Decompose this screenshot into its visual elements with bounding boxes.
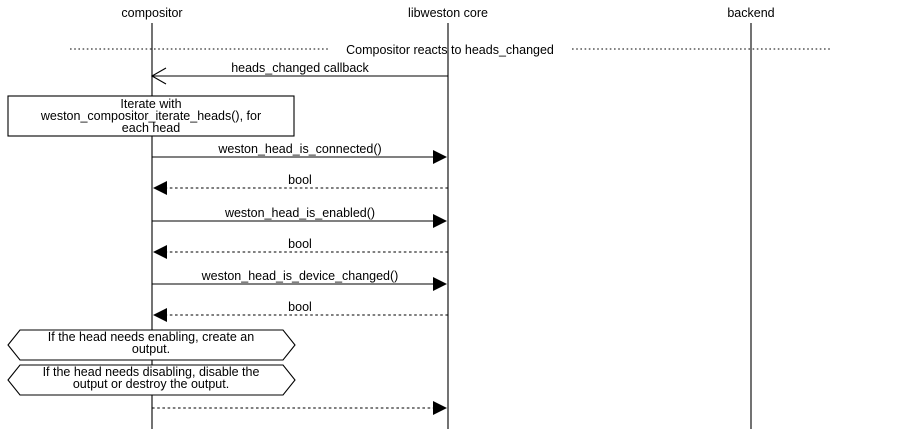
note-disable-head-line-2: output or destroy the output. [73,377,229,391]
message-label-bool-return-1: bool [288,173,312,187]
arrowhead-solid-right [433,277,447,291]
message-label-bool-return-2: bool [288,237,312,251]
message-unlabeled-return [152,401,447,415]
message-weston-head-is-enabled: weston_head_is_enabled() [152,206,447,228]
note-enable-head-hexagon [7,329,296,361]
message-bool-return-3: bool [153,300,448,322]
message-label-weston-head-is-enabled: weston_head_is_enabled() [224,206,375,220]
note-disable-head: If the head needs disabling, disable the… [7,364,296,396]
note-iterate-heads-line-1: Iterate with [120,97,181,111]
arrowhead-open-left [150,67,167,85]
message-label-weston-head-is-connected: weston_head_is_connected() [217,142,381,156]
participant-label-libweston-core: libweston core [408,6,488,20]
note-iterate-heads: Iterate with weston_compositor_iterate_h… [7,95,295,137]
note-enable-head-line-1: If the head needs enabling, create an [48,330,254,344]
message-label-bool-return-3: bool [288,300,312,314]
message-bool-return-2: bool [153,237,448,259]
note-disable-head-hexagon [7,364,296,396]
note-iterate-heads-line-3: each head [122,121,180,135]
note-enable-head-line-2: output. [132,342,170,356]
arrowhead-solid-right [433,150,447,164]
participant-label-backend: backend [727,6,774,20]
note-iterate-heads-line-2: weston_compositor_iterate_heads(), for [40,109,261,123]
divider-label: Compositor reacts to heads_changed [346,43,554,57]
arrowhead-solid-left [153,245,167,259]
participant-headers: compositor libweston core backend [121,6,774,20]
arrowhead-solid-left [153,181,167,195]
participant-label-compositor: compositor [121,6,182,20]
note-disable-head-line-1: If the head needs disabling, disable the [43,365,260,379]
arrowhead-solid-left [153,308,167,322]
arrowhead-solid-right [433,214,447,228]
message-bool-return-1: bool [153,173,448,195]
note-iterate-heads-box [7,95,295,137]
message-weston-head-is-connected: weston_head_is_connected() [152,142,447,164]
message-label-weston-head-is-device-changed: weston_head_is_device_changed() [201,269,399,283]
divider-compositor-reacts: Compositor reacts to heads_changed [70,43,830,57]
arrowhead-solid-right [433,401,447,415]
lifelines [151,23,752,429]
message-label-heads-changed-callback: heads_changed callback [231,61,369,75]
message-weston-head-is-device-changed: weston_head_is_device_changed() [152,269,447,291]
message-heads-changed-callback: heads_changed callback [150,61,448,85]
note-enable-head: If the head needs enabling, create an ou… [7,329,296,361]
